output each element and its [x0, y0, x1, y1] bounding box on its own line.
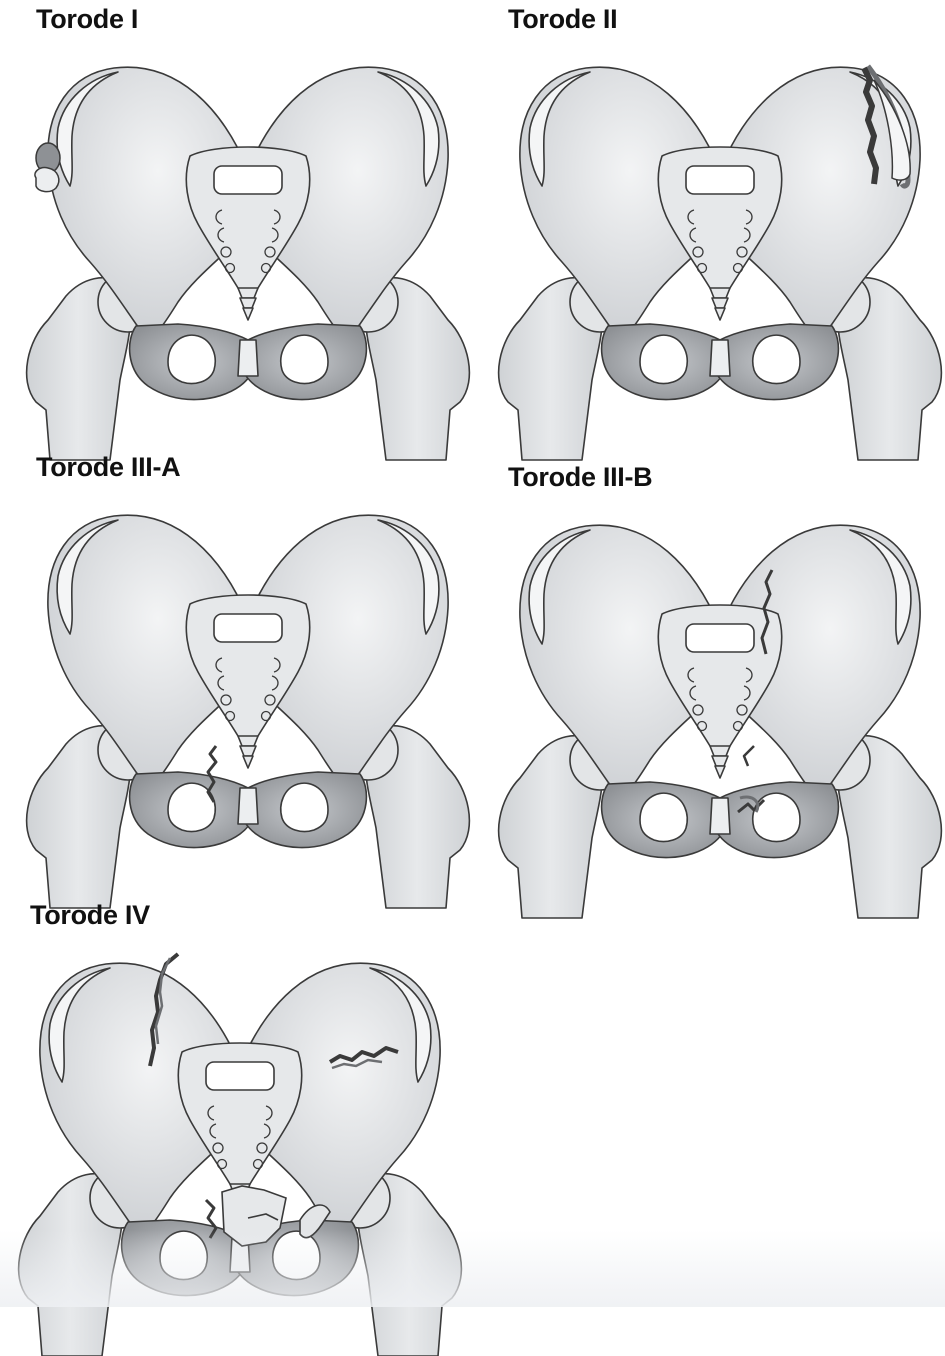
- pelvis-illustration: [18, 40, 478, 460]
- panel-title-torode-4: Torode IV: [30, 900, 150, 931]
- pelvis-illustration: [490, 40, 945, 460]
- pelvis-illustration: [10, 936, 470, 1356]
- panel-title-torode-1: Torode I: [36, 4, 138, 35]
- diagram-torode-3b: [490, 498, 945, 918]
- fracture-iliac-crest-avulsion: [35, 143, 60, 192]
- panel-title-torode-3a: Torode III-A: [36, 452, 180, 483]
- panel-title-torode-3b: Torode III-B: [508, 462, 652, 493]
- panel-title-torode-2: Torode II: [508, 4, 617, 35]
- pelvis-illustration: [18, 488, 478, 908]
- pelvis-illustration: [490, 498, 945, 918]
- diagram-torode-3a: [18, 488, 478, 908]
- diagram-torode-2: [490, 40, 945, 460]
- diagram-torode-1: [18, 40, 478, 460]
- diagram-torode-4: [10, 936, 470, 1356]
